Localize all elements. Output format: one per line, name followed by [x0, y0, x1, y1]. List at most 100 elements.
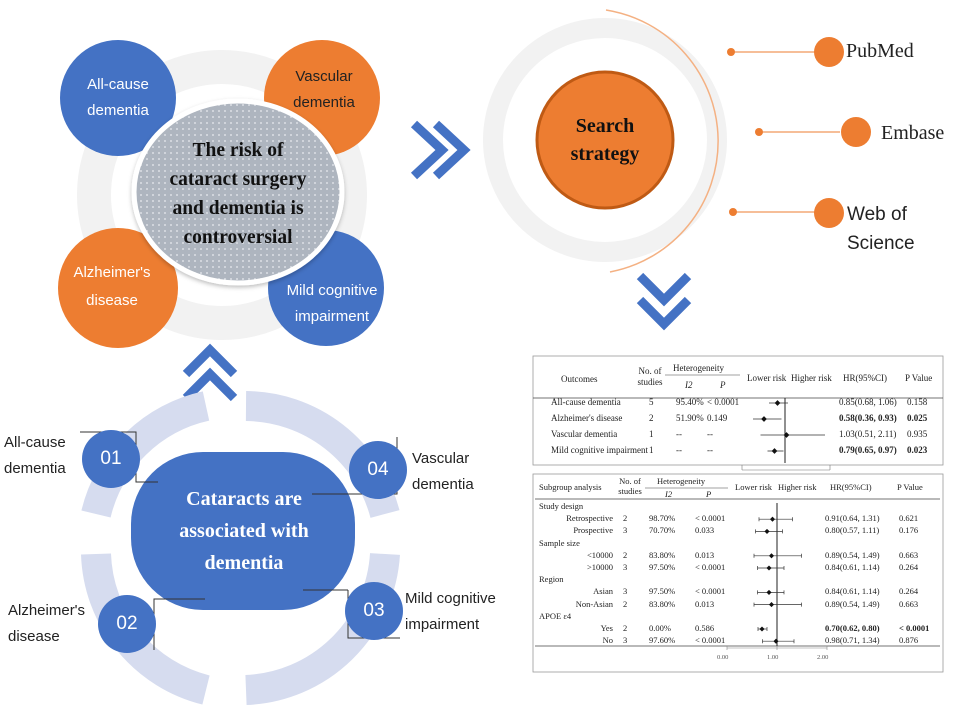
- embase-bullet: [841, 117, 871, 147]
- t1-header-pvalue: P Value: [905, 373, 933, 383]
- t1-cell-p: --: [707, 429, 713, 439]
- t2-group-label: Region: [539, 574, 564, 585]
- table1-forest-plot: [753, 400, 825, 454]
- t1-header-higher: Higher risk: [791, 373, 832, 383]
- table1: Outcomes No. of studies Heterogeneity I2…: [533, 356, 943, 465]
- t2-header-p: P: [706, 489, 712, 499]
- t2-point: [768, 602, 775, 608]
- t2-point: [766, 565, 772, 571]
- label-02: Alzheimer's disease: [8, 602, 86, 645]
- t2-cell-i2: 97.50%: [649, 586, 676, 597]
- badge-02-number: 02: [116, 613, 138, 634]
- t1-cell-p: < 0.0001: [707, 397, 740, 407]
- t2-cell-studies: 2: [623, 549, 628, 560]
- t1-header-i2: I2: [685, 380, 693, 390]
- double-chevron-up-icon: [182, 343, 238, 402]
- t1-cell-i2: --: [676, 429, 682, 439]
- t1-cell-studies: 5: [649, 397, 654, 407]
- t2-cell-pvalue: 0.663: [899, 598, 919, 609]
- petal-label-all-cause: All-cause dementia: [87, 76, 149, 119]
- t1-cell-hr: 0.79(0.65, 0.97): [839, 445, 897, 455]
- t2-group-label: APOE ε4: [539, 610, 572, 621]
- t2-header-pvalue: P Value: [897, 482, 923, 492]
- t1-header-outcomes: Outcomes: [561, 374, 598, 384]
- t2-point: [768, 553, 775, 559]
- badge-03: [345, 582, 403, 640]
- t1-point: [771, 448, 778, 454]
- t2-point: [769, 516, 776, 522]
- t2-cell-subgroup: Prospective: [573, 525, 613, 536]
- badge-01: [82, 430, 140, 488]
- t1-cell-studies: 2: [649, 413, 654, 423]
- database-embase: Embase: [881, 122, 945, 144]
- t2-cell-subgroup: No: [602, 635, 613, 646]
- t2-cell-pvalue: 0.176: [899, 525, 919, 536]
- t1-cell-p: 0.149: [707, 413, 728, 423]
- search-center-circle: [535, 70, 675, 210]
- double-chevron-right-icon: [410, 120, 471, 180]
- t2-cell-pvalue: 0.663: [899, 549, 919, 560]
- badge-01-number: 01: [100, 448, 122, 469]
- search-outer-ring: [483, 18, 727, 262]
- t2-cell-studies: 2: [623, 513, 628, 524]
- table2-frame: [532, 473, 944, 673]
- t2-cell-pvalue: 0.876: [899, 635, 919, 646]
- t2-axis-tick: 2.00: [817, 654, 829, 661]
- t2-header-lower: Lower risk: [735, 482, 773, 492]
- bottom-center-text: Cataracts are associated with dementia: [179, 488, 309, 574]
- t1-header-heterogeneity: Heterogeneity: [673, 363, 724, 373]
- node-dot-icon: [755, 128, 763, 136]
- t2-axis-tick: 1.00: [767, 654, 779, 661]
- wos-bullet: [814, 198, 844, 228]
- top-cluster: [58, 40, 384, 348]
- pubmed-bullet: [814, 37, 844, 67]
- t2-cell-p: 0.013: [695, 549, 715, 560]
- t2-cell-studies: 2: [623, 598, 628, 609]
- t1-cell-studies: 1: [649, 445, 654, 455]
- t2-cell-hr: 0.70(0.62, 0.80): [825, 623, 880, 633]
- t2-cell-i2: 97.50%: [649, 562, 676, 572]
- t2-cell-hr: 0.91(0.64, 1.31): [825, 513, 880, 524]
- t2-cell-i2: 97.60%: [649, 635, 676, 646]
- t2-header-heterogeneity: Heterogeneity: [657, 476, 706, 486]
- t2-cell-studies: 3: [623, 586, 628, 597]
- t2-cell-p: < 0.0001: [695, 586, 726, 597]
- node-dot-icon: [729, 208, 737, 216]
- t2-cell-hr: 0.80(0.57, 1.11): [825, 525, 880, 536]
- t1-cell-hr: 0.58(0.36, 0.93): [839, 413, 897, 423]
- t2-cell-i2: 83.80%: [649, 549, 676, 560]
- t1-cell-pvalue: 0.025: [907, 413, 928, 423]
- t2-cell-p: < 0.0001: [695, 562, 726, 572]
- t2-cell-p: 0.013: [695, 598, 715, 609]
- t1-cell-p: --: [707, 445, 713, 455]
- bottom-center-shape: [131, 452, 355, 610]
- t1-cell-i2: 51.90%: [676, 413, 704, 423]
- t2-cell-studies: 2: [623, 623, 628, 633]
- badge-03-number: 03: [363, 600, 385, 621]
- t2-cell-hr: 0.84(0.61, 1.14): [825, 586, 880, 597]
- t1-point: [783, 432, 790, 438]
- t2-cell-pvalue: 0.264: [899, 562, 919, 572]
- t1-cell-i2: 95.40%: [676, 397, 704, 407]
- t1-point: [761, 416, 767, 422]
- t2-point: [773, 638, 779, 644]
- t2-cell-subgroup: Retrospective: [566, 513, 613, 524]
- t1-cell-i2: --: [676, 445, 682, 455]
- t2-cell-p: 0.033: [695, 525, 715, 536]
- t2-cell-subgroup: Yes: [600, 623, 613, 633]
- t2-cell-i2: 70.70%: [649, 525, 676, 536]
- label-01: All-cause dementia: [4, 434, 66, 477]
- top-cluster-ring: [77, 50, 367, 340]
- badge-04: [349, 441, 407, 499]
- double-chevron-down-icon: [636, 272, 692, 331]
- t2-header-i2: I2: [665, 489, 673, 499]
- t2-cell-studies: 3: [623, 635, 628, 646]
- t1-cell-pvalue: 0.935: [907, 429, 928, 439]
- top-center-text: The risk of cataract surgery and dementi…: [169, 140, 307, 248]
- t2-point: [759, 626, 765, 632]
- petal-all-cause-dementia: [60, 40, 176, 156]
- t2-cell-i2: 83.80%: [649, 598, 676, 609]
- t2-cell-subgroup: Asian: [593, 586, 613, 597]
- t2-cell-pvalue: < 0.0001: [899, 623, 930, 633]
